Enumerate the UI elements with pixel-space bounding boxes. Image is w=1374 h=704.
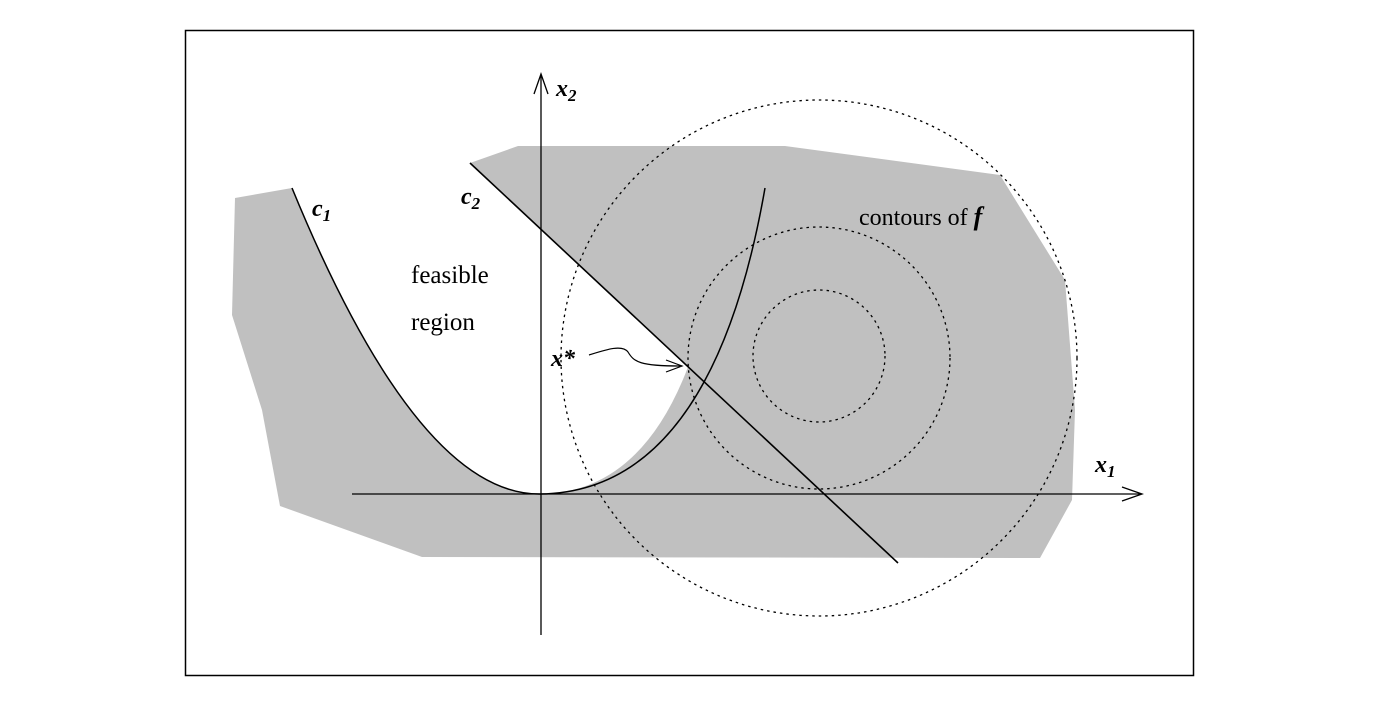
contours-label: contours of f [859, 202, 985, 231]
x1-axis-label: x1 [1094, 452, 1116, 481]
x1-label-main: x [1094, 452, 1107, 478]
constraint-c2-line [469, 162, 899, 564]
c1-label-main: c [312, 196, 323, 222]
x2-axis-arrowhead [533, 72, 549, 95]
optimum-pointer-arrowhead [665, 359, 684, 373]
c2-label-main: c [461, 184, 472, 210]
c2-label: c2 [461, 184, 481, 213]
x2-label-sub: 2 [567, 86, 577, 105]
optimum-label: x* [550, 346, 576, 372]
contours-label-text: contours of [859, 205, 968, 231]
contours-label-f: f [974, 202, 985, 231]
optimum-pointer-arrow [588, 347, 681, 367]
contour-inner [752, 289, 886, 423]
constraint-c1-curve [291, 187, 766, 495]
x2-label-main: x [555, 76, 568, 102]
figure-frame [184, 29, 1195, 677]
feasible-region [292, 163, 688, 495]
feasible-region-label-line1: feasible [411, 262, 489, 289]
x2-axis-label: x2 [555, 76, 577, 105]
contour-outer [560, 99, 1078, 617]
c2-label-sub: 2 [471, 194, 481, 213]
x1-axis-arrowhead [1121, 486, 1144, 502]
c1-label-sub: 1 [323, 206, 332, 225]
x1-label-sub: 1 [1107, 462, 1116, 481]
feasible-region-label-line2: region [411, 309, 475, 336]
contour-middle [687, 226, 951, 490]
c1-label: c1 [312, 196, 331, 225]
